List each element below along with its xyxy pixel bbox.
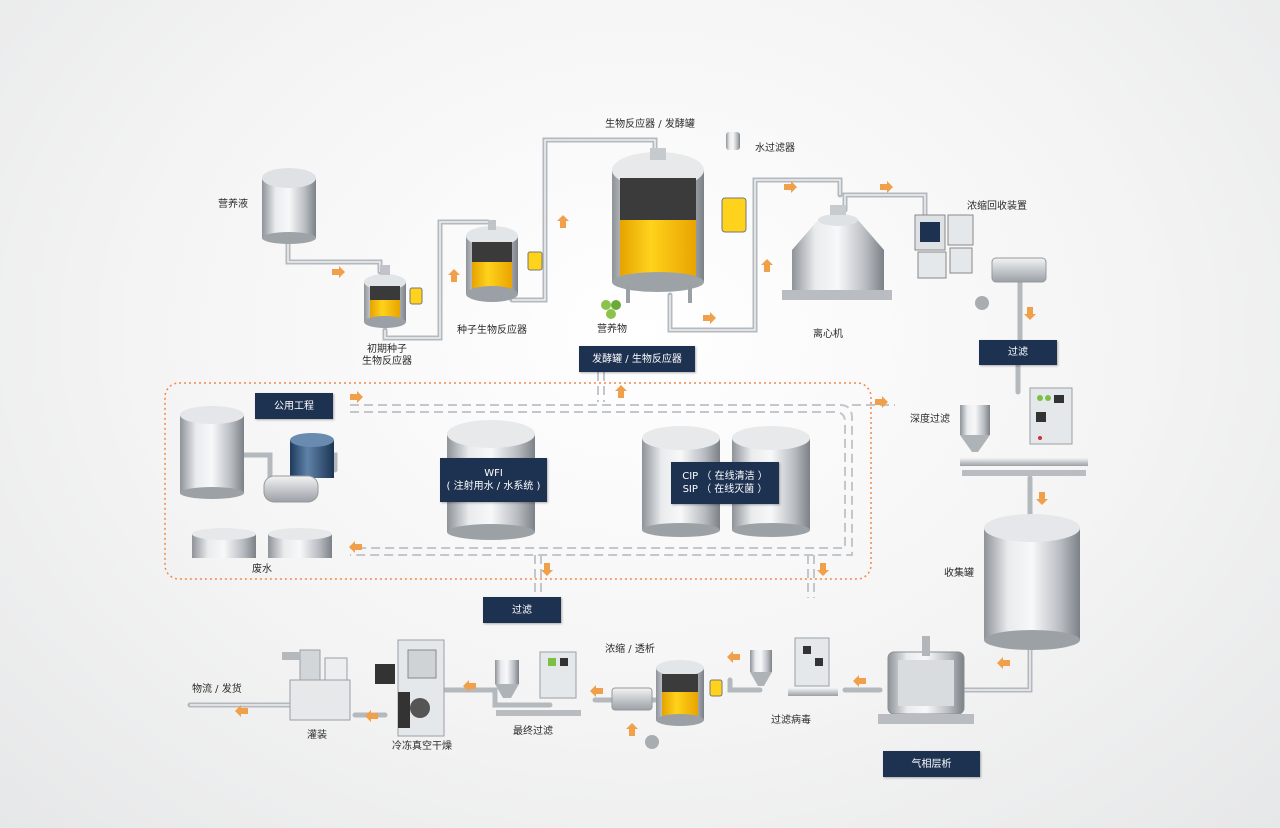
box-wfi: WFI ( 注射用水 / 水系统 ) xyxy=(440,458,547,502)
label-final-filtration: 最终过滤 xyxy=(513,726,553,737)
seed-reactor xyxy=(466,220,543,302)
flow-arrow xyxy=(853,675,866,687)
box-filter-top: 过滤 xyxy=(979,340,1057,365)
flow-arrow xyxy=(349,541,362,553)
box-fermenter-bioreactor: 发酵罐 / 生物反应器 xyxy=(579,346,695,372)
flow-arrow xyxy=(557,215,569,228)
flow-arrow xyxy=(615,385,627,398)
label-deep-filtration: 深度过滤 xyxy=(910,414,950,425)
flow-arrow xyxy=(875,396,888,408)
flow-arrow xyxy=(1024,307,1036,320)
label-centrifuge: 离心机 xyxy=(813,329,843,340)
utility-tank-large xyxy=(180,406,244,499)
gas-phase-unit xyxy=(878,636,974,724)
box-filter-bottom: 过滤 xyxy=(483,597,561,623)
label-filling: 灌装 xyxy=(307,730,327,741)
concentrate-recovery-unit xyxy=(914,214,1047,310)
filling-machine xyxy=(282,649,351,721)
label-bioreactor: 生物反应器 / 发酵罐 xyxy=(605,119,695,130)
flow-arrow xyxy=(448,269,460,282)
label-freeze-dryer: 冷冻真空干燥 xyxy=(392,741,452,752)
flow-arrow xyxy=(332,266,345,278)
label-concentrate-recovery: 浓缩回收装置 xyxy=(967,201,1027,212)
flow-arrow xyxy=(626,723,638,736)
deep-filtration-unit xyxy=(960,387,1088,476)
flow-arrow xyxy=(590,685,603,697)
label-nutrients: 营养物 xyxy=(597,324,627,335)
utility-horizontal-tank xyxy=(263,475,319,503)
label-seed-reactor: 种子生物反应器 xyxy=(457,325,527,336)
bioreactor xyxy=(601,132,747,319)
box-public-engineering: 公用工程 xyxy=(255,393,333,419)
label-concentration-dialysis: 浓缩 / 透析 xyxy=(605,644,655,655)
flow-arrow xyxy=(1036,492,1048,505)
flow-arrow xyxy=(727,651,740,663)
label-nutrient-solution: 营养液 xyxy=(218,199,248,210)
flow-arrow xyxy=(350,391,363,403)
flow-arrow xyxy=(365,710,378,722)
centrifuge xyxy=(782,205,892,300)
seed-reactor-initial xyxy=(364,265,423,328)
label-logistics: 物流 / 发货 xyxy=(192,684,242,695)
label-water-filter: 水过滤器 xyxy=(755,143,795,154)
utility-dashed-lines xyxy=(350,372,895,598)
label-waste-water: 废水 xyxy=(252,564,272,575)
box-gas-phase: 气相层析 xyxy=(883,751,980,777)
pipe-highlights xyxy=(190,139,1031,706)
utility-tank-blue xyxy=(290,433,334,478)
concentration-dialysis-unit xyxy=(611,660,723,749)
nutrient-tank xyxy=(262,168,316,244)
flow-arrow xyxy=(880,181,893,193)
label-collection-tank: 收集罐 xyxy=(944,568,974,579)
virus-filtration-unit xyxy=(750,637,838,696)
freeze-dryer xyxy=(375,639,445,737)
label-seed-reactor-initial: 初期种子 生物反应器 xyxy=(362,344,412,367)
label-virus-filtration: 过滤病毒 xyxy=(771,715,811,726)
waste-water-tanks xyxy=(192,528,332,558)
flow-arrow xyxy=(541,563,553,576)
collection-tank xyxy=(984,514,1080,650)
flow-arrow xyxy=(784,181,797,193)
final-filtration-unit xyxy=(495,651,581,716)
box-cip-sip: CIP （ 在线清洁 ） SIP （ 在线灭菌 ） xyxy=(671,462,779,504)
flow-arrow xyxy=(997,657,1010,669)
flow-arrow xyxy=(703,312,716,324)
flow-arrow xyxy=(817,563,829,576)
flow-arrow xyxy=(761,259,773,272)
